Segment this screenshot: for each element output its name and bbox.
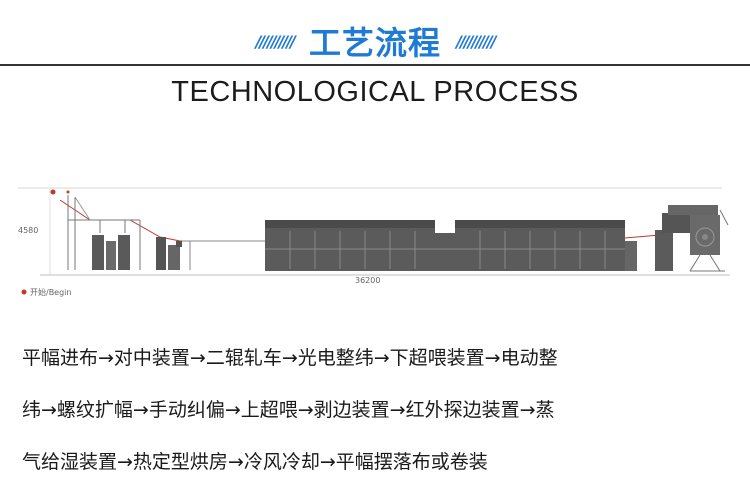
takeoff-unit <box>655 205 729 272</box>
section-title: 工艺流程 <box>308 24 441 62</box>
process-description: 平幅进布→对中装置→二辊轧车→光电整纬→下超喂装置→电动整 纬→螺纹扩幅→手动纠… <box>22 343 734 499</box>
header-divider <box>0 64 750 66</box>
padder-unit <box>156 237 265 270</box>
slash-decoration-left: ////////// <box>255 31 295 51</box>
fabric-roll <box>695 227 715 247</box>
oven-panel-lines <box>265 231 625 269</box>
length-dimension-label: 36200 <box>355 276 380 285</box>
legend-start-dot <box>21 289 27 295</box>
section-subtitle: TECHNOLOGICAL PROCESS <box>171 76 579 108</box>
process-line-3: 气给湿装置→热定型烘房→冷风冷却→平幅摆落布或卷装 <box>22 451 488 473</box>
legend-start-label: 开始/Begin <box>30 287 71 297</box>
slash-decoration-right: ////////// <box>456 31 496 51</box>
machine-layout-svg: 4580 36200 开始/Begin <box>18 187 730 297</box>
machine-layout-diagram: 4580 36200 开始/Begin <box>0 175 750 305</box>
start-marker-dot <box>50 189 56 195</box>
feed-marker-dot <box>66 190 70 194</box>
height-dimension-label: 4580 <box>18 226 38 235</box>
process-line-1: 平幅进布→对中装置→二辊轧车→光电整纬→下超喂装置→电动整 <box>22 347 558 369</box>
section-header: ////////// 工艺流程 ////////// <box>0 0 750 70</box>
fabric-roll-core <box>702 234 708 240</box>
process-line-2: 纬→螺纹扩幅→手动纠偏→上超喂→剥边装置→红外探边装置→蒸 <box>22 399 555 421</box>
title-row: ////////// 工艺流程 ////////// <box>0 18 750 64</box>
heat-setting-oven <box>265 220 637 271</box>
feeding-frame <box>67 195 141 270</box>
